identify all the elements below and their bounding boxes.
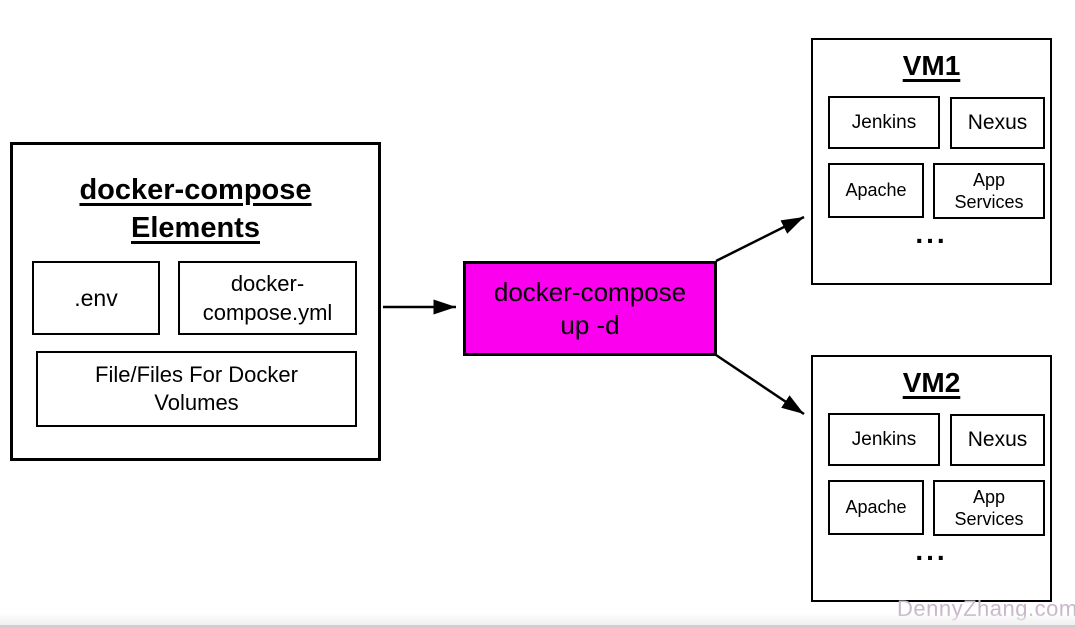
- volume-files-label: File/Files For Docker Volumes: [95, 362, 298, 415]
- vm2-title: VM2: [902, 367, 961, 398]
- arrow-command-to-vm1: [715, 215, 805, 263]
- env-file-box: .env: [32, 261, 160, 335]
- volume-files-box: File/Files For Docker Volumes: [36, 351, 357, 427]
- vm1-nexus-label: Nexus: [967, 111, 1028, 134]
- vm1-apache-label: Apache: [845, 180, 907, 200]
- bottom-gradient-band: [0, 613, 1075, 625]
- vm2-more-services-ellipsis: ...: [915, 535, 948, 566]
- elements-panel-title: docker-compose Elements: [79, 174, 312, 244]
- vm1-service-apache: Apache: [828, 163, 924, 218]
- bottom-divider-line: [0, 625, 1075, 628]
- arrow-command-to-vm2: [715, 353, 805, 416]
- vm2-service-app-services: App Services: [933, 480, 1045, 536]
- vm2-panel: VM2 Jenkins Nexus Apache App Services ..…: [811, 355, 1052, 602]
- vm1-service-app-services: App Services: [933, 163, 1045, 219]
- vm1-panel: VM1 Jenkins Nexus Apache App Services ..…: [811, 38, 1052, 285]
- vm2-jenkins-label: Jenkins: [851, 428, 917, 450]
- vm2-apache-label: Apache: [845, 497, 907, 517]
- vm1-title: VM1: [902, 50, 961, 81]
- vm1-service-nexus: Nexus: [950, 97, 1045, 149]
- vm1-more-services-ellipsis: ...: [915, 218, 948, 249]
- docker-compose-up-command-box: docker-compose up -d: [463, 261, 717, 356]
- vm2-service-jenkins: Jenkins: [828, 413, 940, 466]
- compose-yml-box: docker-compose.yml: [178, 261, 357, 335]
- vm2-service-nexus: Nexus: [950, 414, 1045, 466]
- vm1-app-services-label: App Services: [954, 170, 1024, 212]
- vm1-jenkins-label: Jenkins: [851, 111, 917, 133]
- docker-compose-elements-panel: docker-compose Elements .env docker-comp…: [10, 142, 381, 461]
- compose-yml-label: docker-compose.yml: [202, 271, 333, 325]
- vm2-service-apache: Apache: [828, 480, 924, 535]
- env-file-label: .env: [74, 284, 118, 311]
- command-label: docker-compose up -d: [493, 276, 687, 340]
- vm2-nexus-label: Nexus: [967, 428, 1028, 451]
- vm2-app-services-label: App Services: [954, 487, 1024, 529]
- vm1-service-jenkins: Jenkins: [828, 96, 940, 149]
